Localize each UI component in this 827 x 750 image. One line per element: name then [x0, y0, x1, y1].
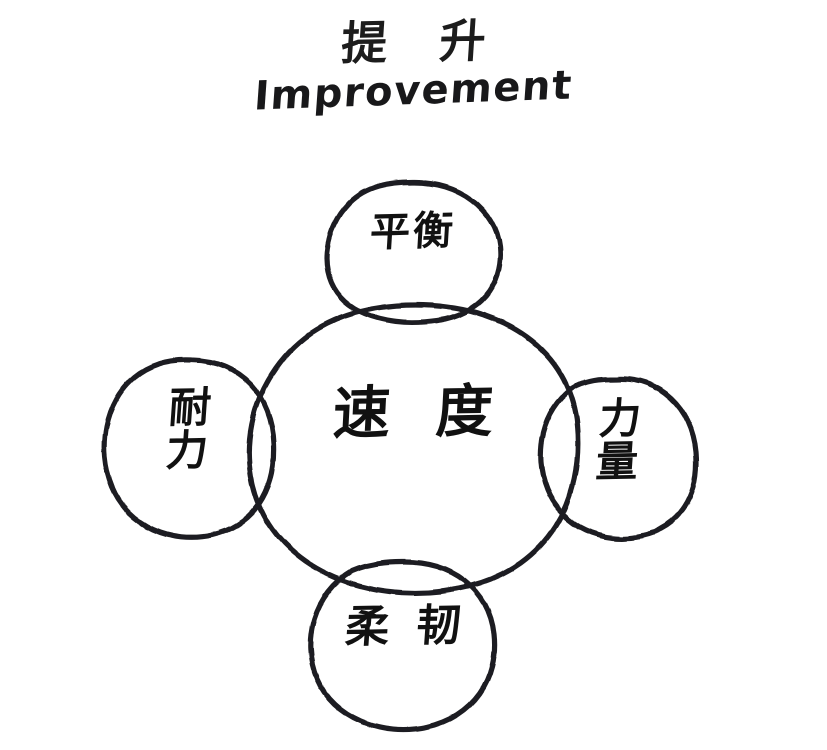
- bubble-strength-outline: [537, 376, 700, 541]
- bubble-endurance-outline: [101, 357, 277, 540]
- bubble-flexibility[interactable]: [307, 559, 498, 733]
- bubble-strength[interactable]: [537, 376, 700, 541]
- bubble-speed[interactable]: [246, 302, 581, 596]
- bubble-speed-outline: [246, 302, 581, 596]
- bubble-flexibility-outline: [307, 559, 498, 733]
- bubble-balance[interactable]: [323, 179, 503, 326]
- bubble-balance-outline: [323, 179, 503, 326]
- bubble-endurance[interactable]: [101, 357, 277, 540]
